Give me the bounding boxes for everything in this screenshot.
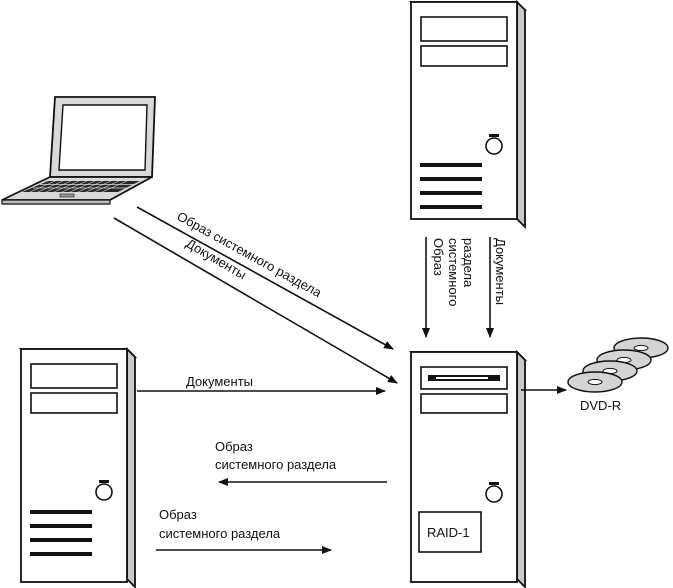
top-server-icon bbox=[408, 0, 528, 230]
dvd-label: DVD-R bbox=[580, 398, 621, 413]
top-image-label-line1: Образ bbox=[431, 238, 446, 276]
top-image-label-line2: системного bbox=[446, 238, 461, 306]
client-docs-label: Документы bbox=[186, 374, 253, 389]
image-from-client-label-line2: системного раздела bbox=[159, 526, 281, 541]
image-to-client-label-line2: системного раздела bbox=[215, 457, 337, 472]
backup-server-icon bbox=[408, 349, 528, 588]
top-docs-label: Документы bbox=[493, 238, 508, 305]
dvd-discs-icon bbox=[567, 337, 669, 393]
image-to-client-label-line1: Образ bbox=[215, 439, 253, 454]
arrow-laptop-docs bbox=[113, 217, 398, 384]
image-from-client-label-line1: Образ bbox=[159, 507, 197, 522]
arrow-laptop-image bbox=[136, 206, 394, 350]
client-pc-icon bbox=[18, 346, 138, 588]
top-image-label-line3: раздела bbox=[461, 238, 476, 288]
raid-label: RAID-1 bbox=[427, 525, 470, 540]
laptop-icon bbox=[1, 96, 156, 205]
